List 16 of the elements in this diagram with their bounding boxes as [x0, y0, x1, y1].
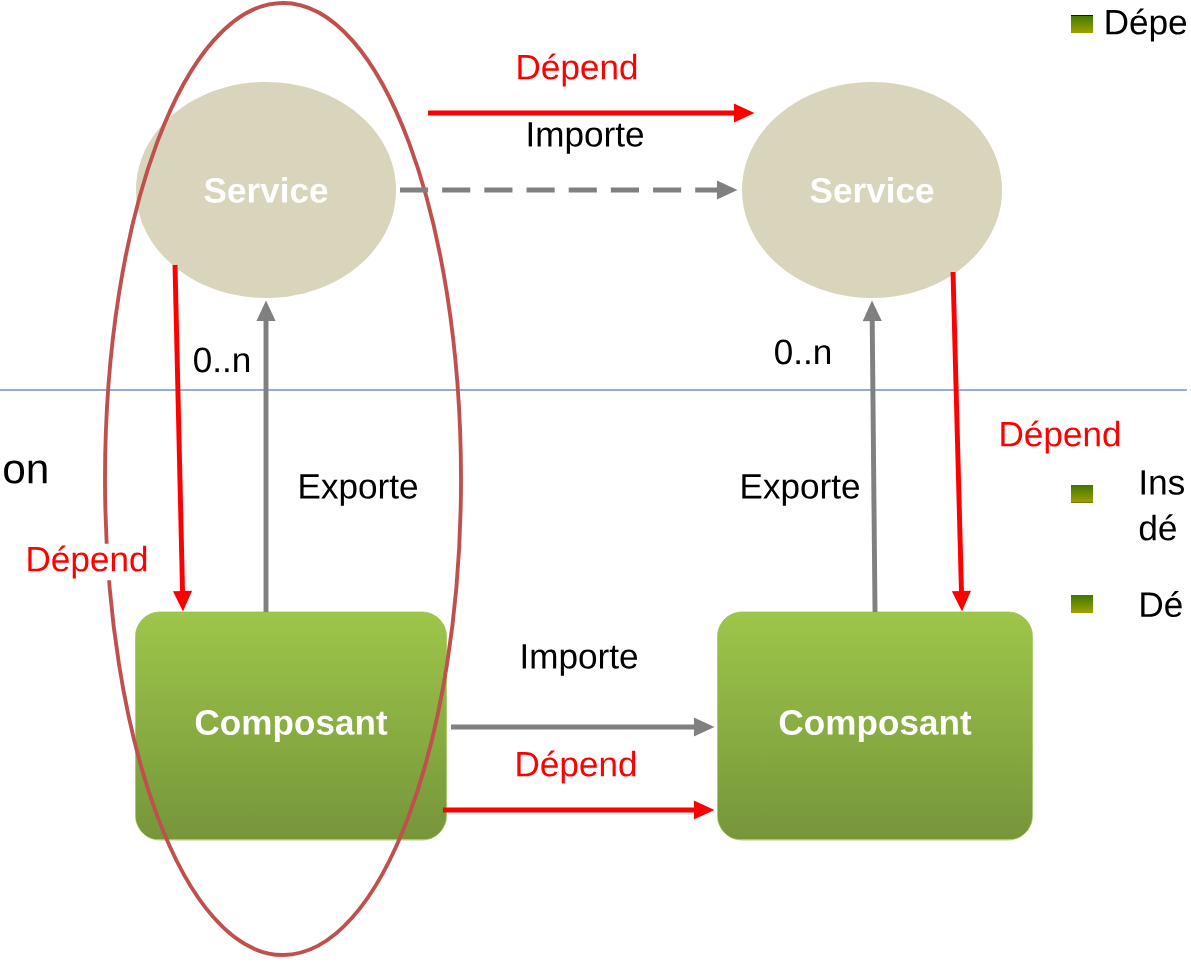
edge-label: Exporte: [737, 472, 863, 508]
text-label: 0..n: [775, 339, 831, 365]
edge-label: Importe: [517, 642, 641, 678]
edge-label: Importe: [523, 120, 647, 156]
text-label: on: [4, 460, 47, 484]
edge-label: Dépend: [513, 51, 641, 89]
text-label: Dé: [1141, 590, 1182, 618]
edge-label: Dépend: [996, 418, 1124, 456]
component-box: Composant: [717, 611, 1033, 841]
component-box: Composant: [135, 611, 447, 841]
text-label: Dépe: [1106, 8, 1187, 42]
text-label: Ins dé: [1139, 470, 1184, 541]
text-label: 0..n: [194, 347, 250, 373]
edge-label: Dépend: [23, 543, 151, 581]
edge-label: Dépend: [512, 748, 640, 786]
edge-label: Exporte: [295, 472, 421, 508]
